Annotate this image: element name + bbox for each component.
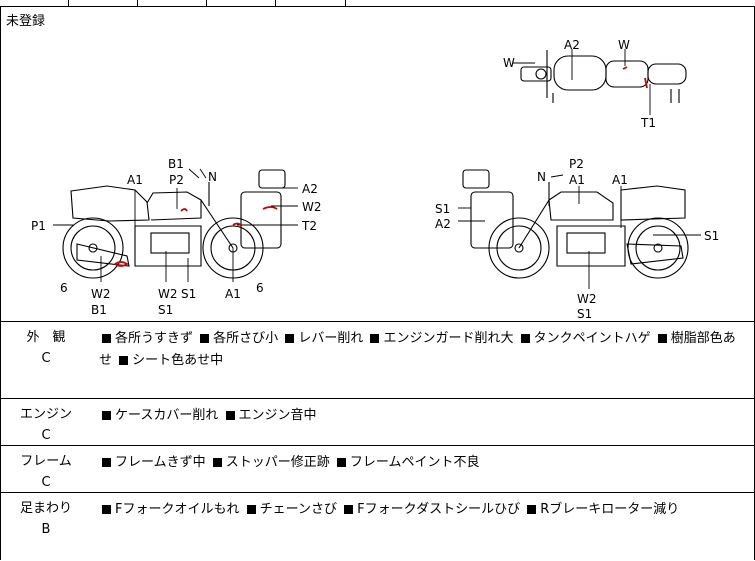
label-w2-left: W2: [302, 200, 322, 214]
motorcycle-top-view: [520, 50, 687, 103]
bullet-icon: [212, 458, 222, 467]
section-details: フレームきず中 ストッパー修正跡 フレームペイント不良: [99, 452, 747, 474]
bullet-icon: [200, 334, 210, 343]
detail-item: タンクペイントハゲ: [533, 331, 651, 346]
damage-diagram-panel: 未登録: [0, 6, 755, 322]
section-details: 各所うすきず 各所さび小 レバー削れ エンジンガード削れ大 タンクペイントハゲ …: [99, 328, 747, 372]
section-suspension: 足まわり B Fフォークオイルもれ チェーンさび Fフォークダストシールひび R…: [0, 493, 755, 560]
label-a2-right: A2: [435, 217, 451, 231]
detail-item: 各所さび小: [213, 331, 279, 346]
bullet-icon: [344, 505, 354, 514]
detail-item: エンジンガード削れ大: [383, 331, 514, 346]
detail-item: レバー削れ: [298, 331, 364, 346]
detail-item: Fフォークオイルもれ: [115, 502, 240, 517]
section-grade: C: [41, 428, 51, 443]
bullet-icon: [225, 411, 235, 420]
detail-item: フレームきず中: [115, 455, 206, 470]
detail-item: シート色あせ中: [132, 353, 224, 368]
bullet-icon: [657, 334, 667, 343]
label-a1-right: A1: [612, 173, 628, 187]
section-category: フレーム C: [1, 452, 91, 492]
bullet-icon: [102, 458, 111, 467]
label-a2-left: A2: [302, 182, 318, 196]
section-name: エンジン: [19, 407, 72, 422]
bullet-icon: [285, 334, 295, 343]
label-w2-right: W2: [577, 292, 597, 306]
label-s1-bottom: S1: [158, 303, 173, 317]
label-a1-left: A1: [127, 173, 143, 187]
label-s1-right-bottom: S1: [577, 307, 592, 321]
label-p1-left: P1: [31, 219, 46, 233]
section-grade: B: [41, 522, 51, 537]
section-grade: C: [41, 351, 51, 366]
bullet-icon: [520, 334, 530, 343]
detail-item: エンジン音中: [238, 408, 317, 423]
bullet-icon: [246, 505, 256, 514]
registration-status: 未登録: [6, 14, 46, 29]
section-engine: エンジン C ケースカバー削れ エンジン音中: [0, 399, 755, 446]
detail-item: ケースカバー削れ: [115, 408, 219, 423]
detail-item: ストッパー修正跡: [225, 455, 330, 470]
section-category: 足まわり B: [1, 499, 91, 539]
label-6-rear: 6: [256, 281, 264, 295]
bullet-icon: [336, 458, 346, 467]
label-b1-bottom: B1: [91, 303, 107, 317]
label-s1-right: S1: [704, 229, 719, 243]
top-table-remnant: [0, 0, 755, 7]
motorcycle-left-side-view: [62, 169, 286, 279]
damage-marks: [114, 66, 648, 267]
section-grade: C: [41, 475, 51, 490]
section-name: フレーム: [20, 454, 72, 469]
detail-item: 樹脂部色あせ: [99, 331, 736, 368]
label-w2-bottom: W2: [91, 287, 111, 301]
detail-item: Rブレーキローター減り: [540, 502, 680, 517]
bullet-icon: [370, 334, 380, 343]
section-details: ケースカバー削れ エンジン音中: [99, 405, 747, 427]
label-t2-left: T2: [301, 219, 317, 233]
motorcycle-right-side-view: [462, 169, 689, 279]
bullet-icon: [102, 505, 111, 514]
section-exterior: 外 観 C 各所うすきず 各所さび小 レバー削れ エンジンガード削れ大 タンクペ…: [0, 322, 755, 399]
label-t1: T1: [640, 116, 656, 130]
section-category: 外 観 C: [1, 328, 91, 368]
label-s1-right-top: S1: [435, 202, 450, 216]
section-frame: フレーム C フレームきず中 ストッパー修正跡 フレームペイント不良: [0, 446, 755, 493]
section-details: Fフォークオイルもれ チェーンさび Fフォークダストシールひび Rブレーキロータ…: [99, 499, 747, 521]
bullet-icon: [527, 505, 537, 514]
label-w-left: W: [503, 56, 515, 70]
label-a1-right-front: A1: [569, 173, 585, 187]
bullet-icon: [119, 356, 129, 365]
label-p2-left: P2: [169, 173, 184, 187]
label-p2-right: P2: [569, 157, 584, 171]
label-b1-top: B1: [168, 157, 184, 171]
motorcycle-damage-diagram: W A2 W T1 B1 N A1 P2 A2 W2 T2 P1 6 W2 B1…: [31, 38, 719, 321]
label-n-right: N: [537, 170, 546, 184]
label-w2-mid: W2: [158, 287, 178, 301]
label-s1-mid: S1: [181, 287, 196, 301]
section-name: 外 観: [26, 330, 66, 345]
label-6-front: 6: [60, 281, 68, 295]
detail-item: 各所うすきず: [115, 331, 194, 346]
detail-item: Fフォークダストシールひび: [357, 502, 521, 517]
section-name: 足まわり: [19, 501, 72, 516]
bullet-icon: [102, 334, 111, 343]
detail-item: フレームペイント不良: [349, 455, 480, 470]
bullet-icon: [102, 411, 111, 420]
label-n-left: N: [208, 170, 217, 184]
section-category: エンジン C: [1, 405, 91, 445]
label-a2-top: A2: [564, 38, 580, 52]
detail-item: チェーンさび: [259, 502, 337, 517]
label-w-top: W: [618, 38, 630, 52]
label-a1-bottom: A1: [225, 287, 241, 301]
